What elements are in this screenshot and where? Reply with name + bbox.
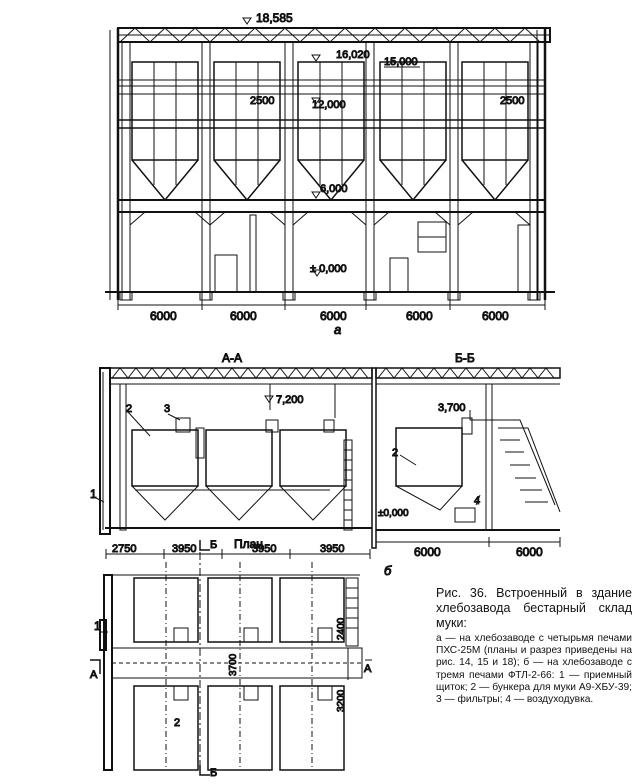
- plan-cut-a-right: А: [364, 663, 372, 675]
- span-2: 6000: [230, 309, 257, 323]
- elev-0: ± 0,000: [310, 263, 347, 275]
- span-5: 6000: [482, 309, 509, 323]
- plan-dim-4: 3950: [320, 543, 344, 555]
- callout-2-bb: 2: [392, 447, 398, 459]
- callout-4-bb: 4: [474, 495, 480, 507]
- elev-6000: 6,000: [320, 183, 348, 195]
- plan-callout-2: 2: [174, 717, 180, 729]
- callout-3-aa: 3: [164, 403, 170, 415]
- span-1: 6000: [150, 309, 177, 323]
- span-3: 6000: [320, 309, 347, 323]
- section-aa-title: А-А: [222, 351, 242, 365]
- plan-cut-b-top: Б: [210, 539, 217, 551]
- section-bb-drawing: [371, 367, 561, 549]
- plan-title: План: [234, 537, 263, 551]
- caption-body: а — на хлебозаводе с четырьмя печами ПХС…: [436, 633, 632, 706]
- figure-caption: Рис. 36. Встроенный в здание хлебозавода…: [436, 586, 632, 706]
- callout-1-aa: 1: [90, 487, 97, 501]
- plan-dim-2: 3950: [172, 543, 196, 555]
- plan-dim-3700: 3700: [228, 653, 239, 676]
- figure-label-a: а: [334, 322, 341, 337]
- elev-16020: 16,020: [336, 49, 370, 61]
- plan-dim-3: 3950: [252, 543, 276, 555]
- elev-3700: 3,700: [438, 402, 466, 414]
- elev-7200: 7,200: [276, 394, 304, 406]
- dim-2500-right: 2500: [500, 95, 524, 107]
- plan-dim-3200: 3200: [336, 689, 347, 712]
- section-aa-drawing: [95, 367, 373, 535]
- plan-cut-a-left: А: [90, 669, 98, 681]
- bb-span-2: 6000: [516, 545, 543, 559]
- plan-cut-b-bottom: Б: [210, 767, 217, 779]
- span-4: 6000: [406, 309, 433, 323]
- plan-callout-1: 1: [94, 619, 101, 633]
- dim-2500-left: 2500: [250, 95, 274, 107]
- section-bb-title: Б-Б: [455, 351, 475, 365]
- callout-2-aa: 2: [126, 403, 132, 415]
- plan-dim-2400: 2400: [336, 617, 347, 640]
- elev-0-aa: ±0,000: [378, 508, 409, 519]
- figure-label-b: б: [384, 563, 392, 578]
- section-a-drawing: [105, 17, 555, 310]
- plan-dim-1: 2750: [112, 543, 136, 555]
- elev-15000: 15,000: [384, 56, 418, 68]
- plan-drawing: [90, 540, 372, 776]
- elev-12000: 12,000: [312, 99, 346, 111]
- bb-span-1: 6000: [414, 545, 441, 559]
- caption-title: Рис. 36. Встроенный в здание хлебозавода…: [436, 586, 632, 630]
- elev-top: 18,585: [256, 11, 293, 25]
